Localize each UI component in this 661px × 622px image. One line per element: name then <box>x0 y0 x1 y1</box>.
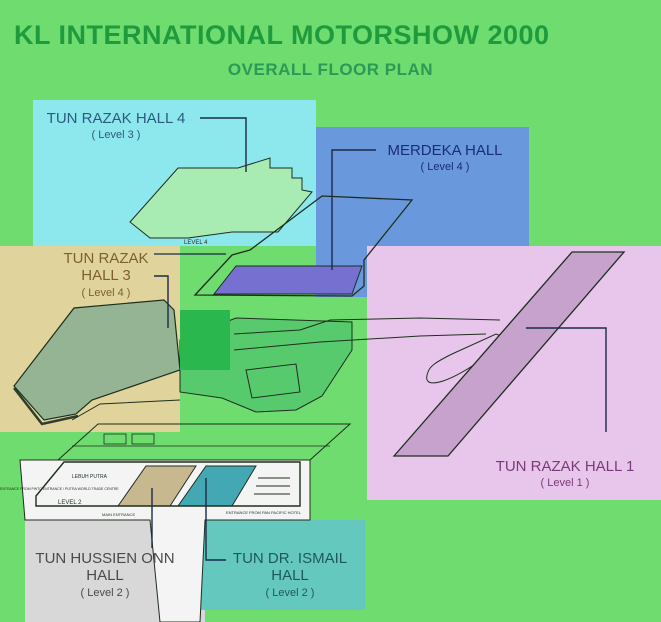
razak4-floor <box>129 157 313 239</box>
hall-name-line-2: HALL 3 <box>81 267 131 285</box>
leader-razak3 <box>154 275 169 328</box>
leader-razak1 <box>526 327 607 432</box>
hall-level: ( Level 4 ) <box>420 161 470 174</box>
hall-name: MERDEKA HALL <box>387 142 503 159</box>
hall-name-line-1: TUN HUSSIEN ONN <box>35 550 175 567</box>
label-merdeka-hall: MERDEKA HALL ( Level 4 ) <box>370 142 520 174</box>
connector-walkway <box>233 317 501 335</box>
level-2-floor-outline <box>35 461 301 507</box>
razak3-edge-shadow <box>13 387 79 426</box>
hall-level: ( Level 1 ) <box>540 477 590 490</box>
label-entrance-pan-pacific: ENTRANCE FROM PAN PACIFIC HOTEL <box>226 510 302 515</box>
label-tun-razak-hall-4: TUN RAZAK HALL 4 ( Level 3 ) <box>36 110 196 142</box>
merdeka-floor <box>212 265 363 295</box>
merdeka-platform <box>193 195 414 297</box>
leader-razak4 <box>200 117 247 172</box>
central-inner-room <box>245 363 301 399</box>
label-tun-razak-hall-1: TUN RAZAK HALL 1 ( Level 1 ) <box>480 458 650 490</box>
connector-walkway-2 <box>233 333 487 351</box>
hall-name-line-2: HALL <box>271 567 309 585</box>
lower-shop-2 <box>131 433 155 445</box>
hall-level: ( Level 2 ) <box>80 586 130 599</box>
hall-level: ( Level 2 ) <box>265 586 315 599</box>
central-block-dark <box>180 310 230 370</box>
level-2-footprint <box>19 459 311 622</box>
zone-ismail <box>200 520 365 610</box>
page-title: KL INTERNATIONAL MOTORSHOW 2000 <box>14 20 550 50</box>
hall3-corridor <box>71 399 181 421</box>
lower-concourse <box>56 423 352 461</box>
label-tun-hussien-onn-hall: TUN HUSSIEN ONN HALL ( Level 2 ) <box>20 550 190 599</box>
label-lebuh-putra: LEBUH PUTRA <box>72 474 108 480</box>
leader-ismail <box>205 478 226 561</box>
lower-shop-1 <box>103 433 127 445</box>
hall-name-line-1: TUN RAZAK <box>63 250 149 267</box>
label-entrance-left: ENTRANCE FROM PWTC ENTRANCE / PUTRA WORL… <box>0 487 119 491</box>
hall-level: ( Level 4 ) <box>81 286 131 299</box>
hall-name: TUN RAZAK HALL 1 <box>495 458 635 475</box>
hall-level: ( Level 3 ) <box>91 129 141 142</box>
page-subtitle: OVERALL FLOOR PLAN <box>227 60 434 79</box>
razak1-floor <box>392 251 626 457</box>
label-level-4: LEVEL 4 <box>184 240 208 246</box>
label-tun-razak-hall-3: TUN RAZAK HALL 3 ( Level 4 ) <box>46 250 166 299</box>
hall-name-line-1: TUN DR. ISMAIL <box>232 550 348 567</box>
hall-name: TUN RAZAK HALL 4 <box>46 110 186 127</box>
label-main-entrance: MAIN ENTRANCE <box>102 512 135 517</box>
leader-merdeka <box>331 149 376 270</box>
label-tun-dr-ismail-hall: TUN DR. ISMAIL HALL ( Level 2 ) <box>214 550 366 599</box>
hall-name-line-2: HALL <box>86 567 124 585</box>
label-level-2: LEVEL 2 <box>58 500 82 506</box>
